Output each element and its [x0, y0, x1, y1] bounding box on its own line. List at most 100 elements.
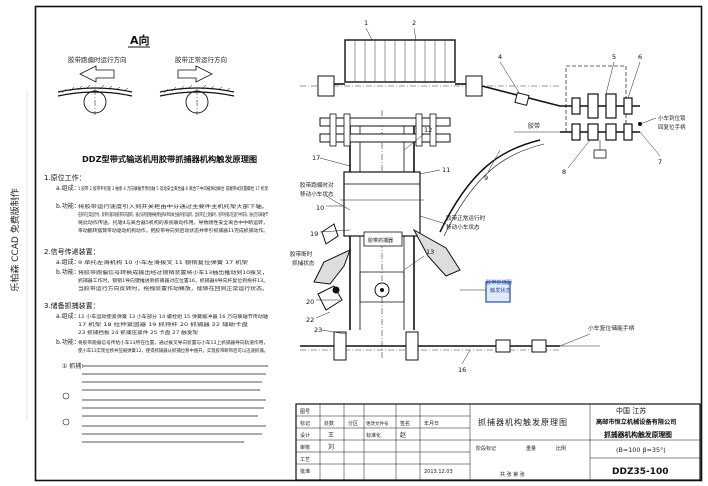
- part-number: 2: [412, 19, 416, 27]
- handle-bottom-label: 小车复位储能手柄: [588, 324, 635, 332]
- part-number: 22: [306, 316, 314, 324]
- notes-2b-line-1: 抓捕器工作时，锁销1导向键推进到抓捕器对应位置16，抓捕器9导向杆复位到拖杆13…: [78, 277, 268, 284]
- notes-item-2a: a.组成：: [56, 258, 80, 266]
- dense-text-lines: [82, 365, 268, 443]
- notes-item-3a: a.组成：: [56, 312, 80, 320]
- notes-item-a-text: 1 胶带 2 胶带平托辊 3 抽承 4 万向联轴节传动轴 5 双动安全离合器 6…: [78, 185, 268, 192]
- tb-drawing-sub: (B=100 β=35°): [616, 446, 666, 454]
- flexible-cable: [439, 139, 541, 233]
- part-number: 5: [612, 53, 616, 61]
- belt-left: [57, 87, 133, 115]
- tb-cell: 批准: [300, 468, 310, 475]
- belt-roller: [344, 39, 456, 83]
- tb-cell: 年月日: [424, 420, 439, 427]
- right-arrow-icon: [177, 65, 213, 83]
- direction-view-label: A向: [130, 33, 150, 47]
- left-caption: 胶带跑偏时运行方向: [68, 55, 127, 64]
- part-number: 12: [424, 126, 432, 134]
- part-number: 9: [484, 174, 488, 182]
- left-arrow-icon: [79, 65, 115, 83]
- notes-item-2b: b.功能：: [56, 268, 80, 276]
- right-caption: 胶带正常运行方向: [175, 55, 227, 64]
- normal-run-label: 胶带正常运行时: [446, 214, 486, 222]
- normal-run-label-2: 移动小车状态: [446, 223, 480, 231]
- direction-view: A向 胶带跑偏时运行方向 胶带正常运行方向: [57, 33, 235, 115]
- part-number: 8: [562, 168, 566, 176]
- tb-stage: 比例: [556, 445, 566, 452]
- handle-top-line-1: 小车到位锁: [658, 114, 686, 122]
- publisher-text: 乐柏森 CCAD 免费版制作: [9, 188, 21, 291]
- tb-cell: 更改文件号: [366, 420, 389, 427]
- notes-sub-1: ① 抓捕：: [62, 362, 87, 370]
- tb-signature: 刘: [328, 443, 334, 451]
- handle-top-line-2: 回复位手柄: [658, 123, 686, 131]
- notes-3b-line-1: 使小车13实现位移并压缩弹簧12，使得抓捕器从抓捕位移中脱开，实现胶带断带后可以…: [78, 347, 268, 354]
- notes-item-3b: b.功能：: [56, 338, 80, 346]
- tb-cell: 标记: [300, 420, 310, 427]
- tb-cell: 设计: [300, 432, 310, 439]
- tb-stage: 阶段标记: [476, 445, 496, 452]
- end-device-label: 胶带抓捕器: [486, 278, 513, 286]
- part-number: 20: [306, 298, 314, 306]
- notes-3a-line-1: 17 机架 18 拉伸紧固器 19 抓持杆 20 抓捕器 22 辅助卡盘: [78, 321, 249, 328]
- notes-b-line-3: 带动翻转摆臂带动驱动机构动作，把胶带导向到启动状态并牵引抓捕器11完成抓捕动作。: [78, 227, 268, 234]
- notes-3a-line-2: 23 抓捕挡板 24 抓捕压紧件 25 卡盘 27 触发架: [78, 329, 198, 336]
- notes-block: DDZ型带式输送机用胶带抓捕器机构触发原理图 1.原位工作： a.组成： 1 胶…: [44, 154, 268, 443]
- catch-state-label-2: 抓捕状态: [292, 259, 315, 267]
- part-number: 23: [314, 326, 322, 334]
- inner-box-label: 胶带抓捕器: [368, 237, 393, 244]
- notes-2b-line-2: 当胶带运行方向反转时，拖拽装置作动释放，能够在回到正常运行状态。: [78, 285, 268, 292]
- trolley-box: [343, 171, 421, 237]
- part-number: 10: [316, 204, 324, 212]
- notes-2b-line-0: 将胶带跑偏信号转换成输出经过锁销装置将小车13抽出推动到10拨叉，: [78, 269, 268, 276]
- notes-b-line-0: 将胶带运行速度引入到开关柜由中分通过主要件主机托架大部下轴。: [78, 203, 268, 210]
- mechanism-drawing: 胶带 小车到位锁 回复位手柄 胶带抓捕器: [290, 19, 686, 374]
- tb-date: 2013.12.03: [424, 469, 453, 475]
- part-number: 17: [312, 154, 320, 162]
- title-block: 图号 标记 处数 分区 更改文件号 签名 年月日 设计 标准化 审核 工艺 批准…: [295, 403, 701, 481]
- notes-b-line-2: 将此动作传送，托辊4与离合器5机构的系统联动作用，导致刚性安全离合中中断运转，: [78, 219, 268, 226]
- tb-sheet-info: 共 张 第 张: [500, 471, 525, 478]
- notes-heading-1: 1.原位工作：: [44, 173, 86, 182]
- tb-cell: 标准化: [366, 432, 381, 439]
- slip-state-label: 胶带跑偏时对: [300, 181, 334, 189]
- left-hooks: [317, 223, 343, 311]
- tb-company-1: 中国 江苏: [616, 406, 646, 415]
- catch-lever: [313, 228, 461, 303]
- tb-cell: 工艺: [300, 457, 310, 463]
- tb-drawing-number: DDZ35-100: [612, 467, 669, 477]
- tb-company-2: 高邮市恒立机械设备有限公司: [596, 418, 676, 426]
- tb-cell: 图号: [300, 409, 310, 415]
- part-number: 4: [498, 53, 502, 61]
- side-margin: 乐柏森 CCAD 免费版制作: [9, 90, 28, 420]
- tb-cell: 审核: [300, 444, 310, 451]
- notes-heading-3: 3.储备抓捕装置：: [44, 301, 100, 310]
- end-device-label-2: 触发状态: [490, 286, 511, 294]
- tb-cell: 处数: [324, 420, 334, 427]
- notes-item-a: a.组成：: [56, 184, 80, 192]
- part-number: 11: [442, 166, 450, 174]
- part-number: 6: [638, 53, 642, 61]
- tb-signature: 王: [328, 432, 334, 439]
- tb-stamp: 抓捕器机构触发原理图: [478, 417, 568, 427]
- notes-item-b: b.功能：: [56, 202, 80, 210]
- notes-item-2a-text: 9 单托左滑机构 10 小车左滑拨叉 11 锁销复位弹簧 17 机架: [78, 259, 248, 266]
- belt-right: [159, 87, 235, 115]
- tb-stage: 重量: [526, 445, 536, 452]
- part-numbers: 1 2 4 5 6 7 8 9 10 11 12 17 19 20 22 23 …: [306, 19, 662, 374]
- catch-state-label: 胶带断时: [290, 250, 313, 258]
- belt-direction-label: 胶带: [528, 122, 540, 130]
- part-number: 16: [458, 366, 466, 374]
- tb-drawing-title: 抓捕器机构触发原理图: [604, 430, 672, 439]
- notes-b-line-1: 在胶带正常运行时，胶带托辊2随胶带同向旋转，通过与所配轴导轴传送到4带动离合器外…: [78, 211, 268, 218]
- notes-heading-2: 2.信号传递装置：: [44, 247, 100, 256]
- tb-cell: 签名: [400, 420, 410, 427]
- notes-3a-line-0: 12 小车运动使紧弹簧 13 小车部分 14 螺栓组 15 弹簧缓冲器 16 万…: [78, 313, 268, 320]
- part-number: 19: [310, 230, 318, 238]
- end-trigger: [485, 281, 511, 303]
- part-number: 1: [364, 19, 368, 27]
- part-number: 7: [658, 158, 662, 166]
- part-number: 13: [426, 248, 434, 256]
- notes-3b-line-0: 将胶带跑偏信号传给小车13所在位置，通过拨叉导向装置与小车13上抓捕器导向轨道作…: [78, 339, 268, 346]
- slip-state-label-2: 移动小车状态: [300, 190, 334, 198]
